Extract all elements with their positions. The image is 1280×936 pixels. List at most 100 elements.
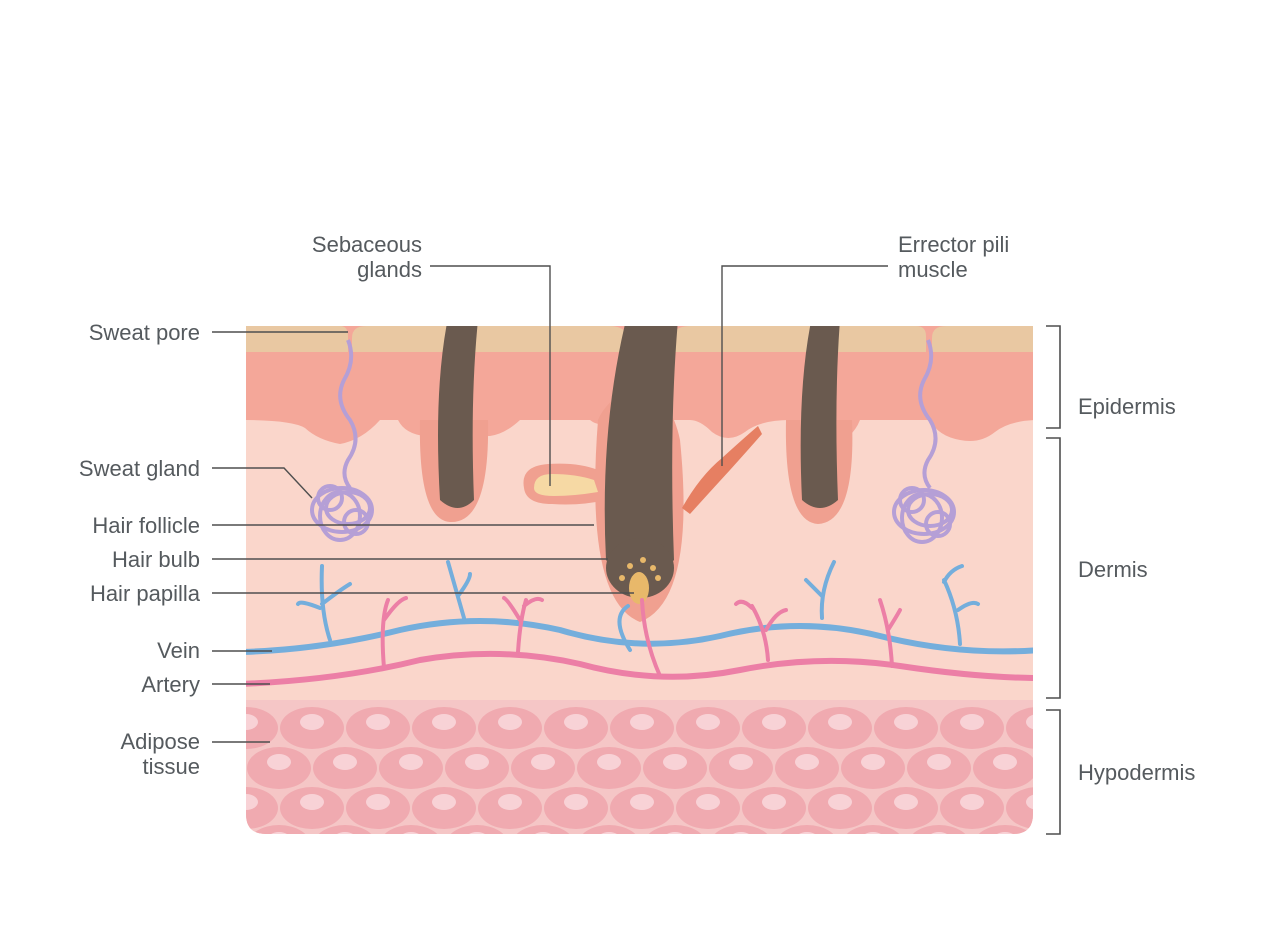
fat-cell <box>775 825 839 834</box>
leader-sebaceous <box>430 265 551 486</box>
fat-cell <box>577 825 641 834</box>
sweat-duct-right <box>918 339 938 490</box>
fat-cell <box>841 825 905 834</box>
fat-cell-nucleus <box>927 754 951 770</box>
fat-cell-nucleus <box>960 714 984 730</box>
fat-cell-nucleus <box>630 714 654 730</box>
fat-cell-nucleus <box>498 794 522 810</box>
fat-cell <box>643 825 707 834</box>
label-adipose-line1: Adipose <box>120 729 200 754</box>
fat-cell-nucleus <box>894 714 918 730</box>
hair-bulb <box>606 538 674 598</box>
fat-cell-nucleus <box>729 754 753 770</box>
bracket-epidermis <box>1046 325 1061 429</box>
label-epidermis: Epidermis <box>1078 394 1176 419</box>
fat-cell-nucleus <box>861 754 885 770</box>
label-vein: Vein <box>157 638 200 663</box>
labels: Sweat pore Sweat gland Hair follicle Hai… <box>79 232 1195 785</box>
fat-cell <box>709 825 773 834</box>
fat-cell-nucleus <box>333 754 357 770</box>
fat-cell <box>1006 787 1033 829</box>
fat-cell-nucleus <box>597 754 621 770</box>
fat-cell-nucleus <box>960 794 984 810</box>
fat-cell-nucleus <box>861 832 885 834</box>
fat-cell-nucleus <box>828 714 852 730</box>
fat-cell-nucleus <box>465 832 489 834</box>
fat-cell-nucleus <box>246 714 258 730</box>
fat-cell-nucleus <box>366 794 390 810</box>
leader-sweat-gland <box>212 467 313 499</box>
fat-cell-nucleus <box>597 832 621 834</box>
fat-cell-nucleus <box>564 794 588 810</box>
fat-cell-nucleus <box>795 754 819 770</box>
erector-pili-muscle <box>682 426 762 514</box>
hair-shaft-left <box>438 326 516 508</box>
fat-cell-nucleus <box>300 794 324 810</box>
fat-cell-nucleus <box>696 714 720 730</box>
hair-papilla <box>629 572 649 604</box>
fat-cell-nucleus <box>465 754 489 770</box>
fat-cell-nucleus <box>894 794 918 810</box>
artery-branches <box>380 596 902 678</box>
adipose-tissue-cells <box>246 707 1033 834</box>
artery <box>246 650 1033 687</box>
fat-cell-nucleus <box>246 794 258 810</box>
sweat-gland-coil-left <box>310 484 374 542</box>
bracket-hypodermis <box>1046 709 1061 835</box>
leader-lines <box>212 265 888 743</box>
fat-cell-nucleus <box>729 832 753 834</box>
fat-cell-nucleus <box>399 754 423 770</box>
fat-cell <box>313 825 377 834</box>
fat-cell-nucleus <box>531 754 555 770</box>
fat-cell-nucleus <box>267 832 291 834</box>
fat-cell-nucleus <box>1026 714 1033 730</box>
label-hair-bulb: Hair bulb <box>112 547 200 572</box>
hair-shaft-center <box>604 326 738 580</box>
fat-cell <box>379 825 443 834</box>
fat-cell-nucleus <box>762 714 786 730</box>
fat-cell-nucleus <box>663 754 687 770</box>
fat-cell <box>1006 707 1033 749</box>
fat-cell <box>973 825 1033 834</box>
label-artery: Artery <box>141 672 200 697</box>
label-sweat-gland: Sweat gland <box>79 456 200 481</box>
fat-cell-nucleus <box>333 832 357 834</box>
label-hair-follicle: Hair follicle <box>92 513 200 538</box>
fat-cell-nucleus <box>663 832 687 834</box>
fat-cell <box>246 707 278 749</box>
stratum-corneum <box>666 326 926 352</box>
leader-erector <box>721 265 888 466</box>
fat-cell-nucleus <box>432 794 456 810</box>
stratum-corneum <box>246 326 348 352</box>
sweat-gland-coil-right <box>892 486 956 544</box>
fat-cell-nucleus <box>531 832 555 834</box>
label-sebaceous-line1: Sebaceous <box>312 232 422 257</box>
fat-cell-nucleus <box>1026 794 1033 810</box>
fat-cell-nucleus <box>828 794 852 810</box>
fat-cell-nucleus <box>498 714 522 730</box>
label-hypodermis: Hypodermis <box>1078 760 1195 785</box>
skin-block <box>246 326 1033 834</box>
fat-cell <box>247 825 311 834</box>
bracket-dermis <box>1046 437 1061 699</box>
fat-cell-nucleus <box>993 754 1017 770</box>
fat-cell-nucleus <box>564 714 588 730</box>
fat-cell <box>511 825 575 834</box>
fat-cell-nucleus <box>795 832 819 834</box>
fat-cell-nucleus <box>432 714 456 730</box>
layer-brackets <box>1046 325 1061 835</box>
fat-cell-nucleus <box>993 832 1017 834</box>
fat-cell-nucleus <box>630 794 654 810</box>
label-erector-line2: muscle <box>898 257 968 282</box>
fat-cell <box>445 825 509 834</box>
fat-cell-nucleus <box>267 754 291 770</box>
vein-branches <box>296 560 980 652</box>
label-dermis: Dermis <box>1078 557 1148 582</box>
label-hair-papilla: Hair papilla <box>90 581 201 606</box>
fat-cell-nucleus <box>696 794 720 810</box>
papilla-cells <box>619 557 661 581</box>
hair-shaft-right <box>800 326 878 508</box>
label-sebaceous-line2: glands <box>357 257 422 282</box>
